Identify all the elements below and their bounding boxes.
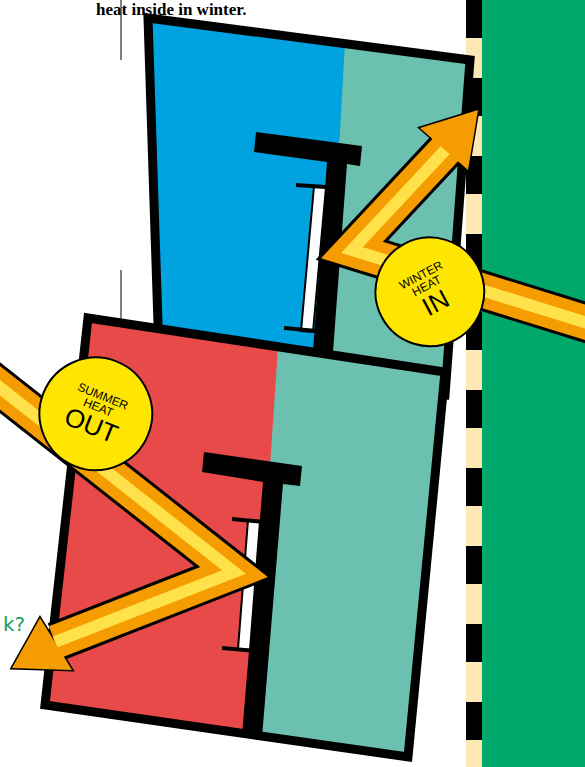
badge-disc bbox=[23, 341, 170, 488]
heat-badge: WINTER HEATIN bbox=[354, 216, 505, 367]
body-text: heat inside in winter. bbox=[96, 0, 247, 20]
window-sill bbox=[284, 326, 328, 334]
sidebar-text: k? bbox=[3, 612, 25, 636]
stripe-dash bbox=[466, 390, 482, 428]
window-sill bbox=[222, 646, 266, 654]
badge-disc bbox=[357, 219, 504, 366]
window-sill bbox=[296, 183, 340, 190]
stripe-dash bbox=[466, 0, 482, 38]
stripe-dash bbox=[466, 468, 482, 506]
summer-arrow-edge bbox=[0, 372, 234, 642]
summer-arrow-body bbox=[0, 372, 234, 642]
winter-arrow-head-fill bbox=[420, 110, 478, 170]
window-sill bbox=[232, 517, 276, 525]
summer-arrow-streak bbox=[0, 372, 234, 642]
stripe-dash bbox=[466, 702, 482, 740]
stripe-dash bbox=[466, 546, 482, 584]
heat-badge: SUMMER HEATOUT bbox=[21, 339, 172, 490]
green-band bbox=[482, 0, 585, 767]
stripe-dash bbox=[466, 624, 482, 662]
